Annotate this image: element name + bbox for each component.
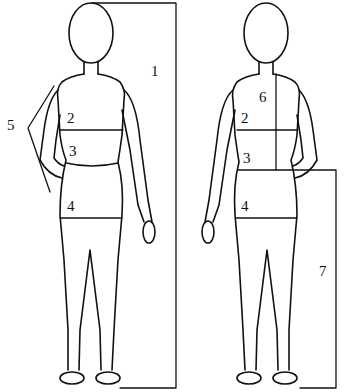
sleeve-line — [28, 86, 54, 192]
chest-line — [60, 129, 123, 130]
callout-number: 3 — [242, 151, 252, 166]
back-figure — [202, 3, 317, 384]
front-figure — [40, 3, 155, 384]
callout-number: 4 — [66, 199, 76, 214]
waist-line — [66, 163, 118, 166]
callout-number: 4 — [240, 199, 250, 214]
waist-to-floor-line — [238, 170, 336, 388]
callout-number: 5 — [6, 118, 16, 133]
callout-number: 2 — [240, 111, 250, 126]
hip-line — [236, 217, 297, 218]
height-line — [92, 3, 176, 388]
callout-number: 6 — [258, 90, 268, 105]
callout-number: 3 — [68, 144, 78, 159]
hip-line — [60, 217, 122, 218]
callout-number: 7 — [318, 264, 328, 279]
chest-line — [237, 129, 297, 130]
callout-number: 2 — [66, 111, 76, 126]
callout-number: 1 — [150, 64, 160, 79]
back-length-line — [275, 74, 276, 170]
